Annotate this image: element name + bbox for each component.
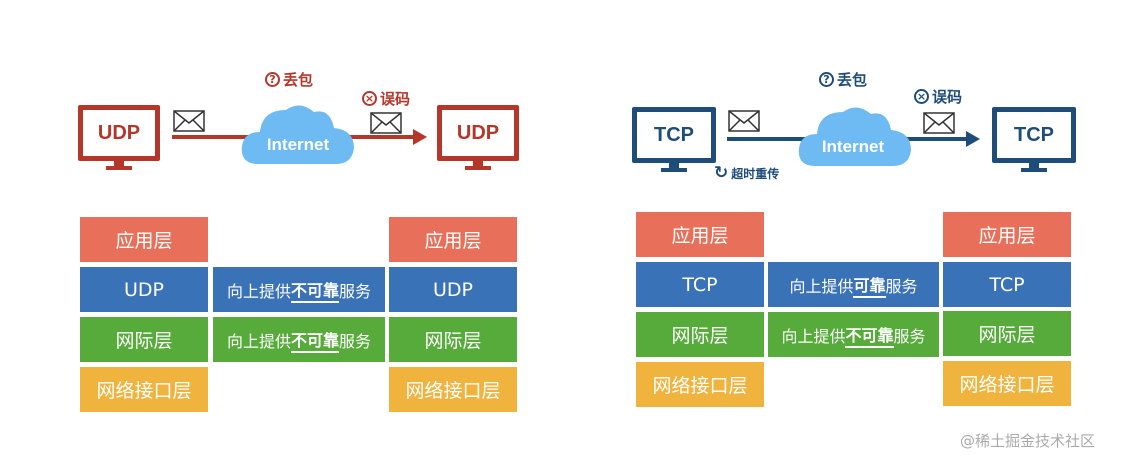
x-icon: × xyxy=(362,91,377,106)
tcp-receiver-monitor: TCP xyxy=(992,107,1076,173)
layer-application: 应用层 xyxy=(389,217,517,262)
service-note: 向上提供不可靠服务 xyxy=(213,267,385,312)
tcp-sender-monitor: TCP xyxy=(632,107,716,173)
envelope-icon xyxy=(923,112,955,134)
packet-loss-label: ?丢包 xyxy=(265,69,313,90)
udp-sender-monitor: UDP xyxy=(78,105,160,171)
bit-error-label: ×误码 xyxy=(362,88,410,109)
layer-internet: 网际层 xyxy=(943,311,1071,356)
layer-transport: TCP xyxy=(943,262,1071,307)
udp-arrow-line xyxy=(345,135,415,139)
cloud-label: Internet xyxy=(266,135,330,154)
service-note: 向上提供可靠服务 xyxy=(768,262,939,307)
cloud-icon xyxy=(241,105,354,164)
udp-receiver-monitor: UDP xyxy=(437,105,519,171)
layer-link: 网络接口层 xyxy=(389,367,517,412)
layer-internet: 网际层 xyxy=(636,312,764,357)
tcp-arrow-line xyxy=(727,137,812,141)
layer-application: 应用层 xyxy=(80,217,208,262)
question-icon: ? xyxy=(819,72,834,87)
tcp-arrow-line xyxy=(900,137,970,141)
layer-transport: UDP xyxy=(389,267,517,312)
arrow-head-icon xyxy=(966,131,980,147)
envelope-icon xyxy=(728,110,760,132)
layer-link: 网络接口层 xyxy=(80,367,208,412)
udp-arrow-line xyxy=(172,135,252,139)
layer-internet: 网际层 xyxy=(389,317,517,362)
envelope-icon xyxy=(173,110,205,132)
retransmit-label: ↻超时重传 xyxy=(714,163,780,183)
arrow-head-icon xyxy=(413,129,427,145)
question-icon: ? xyxy=(265,72,280,87)
bit-error-label: ×误码 xyxy=(914,86,962,107)
layer-application: 应用层 xyxy=(636,212,764,257)
layer-application: 应用层 xyxy=(943,212,1071,257)
layer-transport: TCP xyxy=(636,262,764,307)
cloud-label: Internet xyxy=(821,137,885,156)
service-note: 向上提供不可靠服务 xyxy=(213,317,385,362)
refresh-icon: ↻ xyxy=(714,163,729,183)
packet-loss-label: ?丢包 xyxy=(819,69,867,90)
cloud-icon xyxy=(798,107,911,166)
watermark: @稀土掘金技术社区 xyxy=(960,432,1096,450)
layer-internet: 网际层 xyxy=(80,317,208,362)
envelope-icon xyxy=(370,112,402,134)
layer-link: 网络接口层 xyxy=(636,362,764,407)
layer-link: 网络接口层 xyxy=(943,361,1071,406)
x-icon: × xyxy=(914,89,929,104)
layer-transport: UDP xyxy=(80,267,208,312)
service-note: 向上提供不可靠服务 xyxy=(768,312,939,357)
